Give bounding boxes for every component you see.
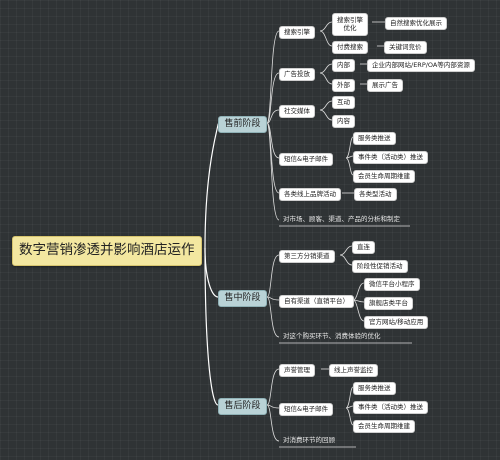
node-ads-external-detail[interactable]: 展示广告 xyxy=(367,79,403,92)
node-activity-types[interactable]: 各类型活动 xyxy=(354,188,397,201)
node-paid-search[interactable]: 付费搜索 xyxy=(332,41,368,54)
node-social-media[interactable]: 社交媒体 xyxy=(279,105,315,118)
node-ads[interactable]: 广告投放 xyxy=(279,68,315,81)
node-own-channel[interactable]: 自有渠道（直销平台） xyxy=(279,295,354,308)
stage-in-sale[interactable]: 售中阶段 xyxy=(218,290,267,307)
stage-pre-sale[interactable]: 售前阶段 xyxy=(218,116,267,133)
stage-post-sale[interactable]: 售后阶段 xyxy=(218,398,267,415)
branch-root-post xyxy=(204,247,219,406)
branch-root-mid xyxy=(204,247,219,298)
node-reputation-monitor[interactable]: 线上声誉监控 xyxy=(329,364,378,377)
node-flagship-store[interactable]: 旗舰店类平台 xyxy=(364,297,413,310)
node-pre-event-push[interactable]: 事件类（活动类）推送 xyxy=(353,151,428,164)
node-post-sms-email[interactable]: 短信&电子邮件 xyxy=(279,403,334,416)
node-reputation[interactable]: 声誉管理 xyxy=(279,364,315,377)
node-third-party-channel[interactable]: 第三方分销渠道 xyxy=(279,250,335,263)
node-social-content[interactable]: 内容 xyxy=(332,115,355,128)
node-ads-internal-detail[interactable]: 企业内部网站/ERP/OA等内部资源 xyxy=(367,59,475,72)
node-official-site[interactable]: 官方网站/移动应用 xyxy=(364,316,429,329)
node-consumption-review[interactable]: 对消费环节的回顾 xyxy=(283,436,335,444)
node-post-service-push[interactable]: 服务类推送 xyxy=(353,382,396,395)
node-direct-connect[interactable]: 直连 xyxy=(352,241,375,254)
node-pre-service-push[interactable]: 服务类推送 xyxy=(353,132,396,145)
node-pre-sms-email[interactable]: 短信&电子邮件 xyxy=(279,153,334,166)
node-seo-detail[interactable]: 自然搜索优化展示 xyxy=(385,17,447,30)
node-ads-internal[interactable]: 内部 xyxy=(332,59,355,72)
node-search-engine[interactable]: 搜索引擎 xyxy=(279,26,315,39)
node-wechat-mini[interactable]: 微信平台小程序 xyxy=(364,278,420,291)
node-post-lifecycle[interactable]: 会员生命周期维建 xyxy=(353,420,415,433)
node-ads-external[interactable]: 外部 xyxy=(332,79,355,92)
branch-root-pre xyxy=(204,122,219,249)
node-paid-detail[interactable]: 关键词竞价 xyxy=(384,41,427,54)
node-post-event-push[interactable]: 事件类（活动类）推送 xyxy=(353,401,428,414)
node-stage-promo[interactable]: 阶段性促销活动 xyxy=(352,260,408,273)
root-topic[interactable]: 数字营销渗透并影响酒店运作 xyxy=(12,236,202,266)
node-seo[interactable]: 搜索引擎 优化 xyxy=(332,13,368,36)
node-market-analysis[interactable]: 对市场、顾客、渠道、产品的分析和制定 xyxy=(283,215,400,223)
node-purchase-optimize[interactable]: 对这个购买环节、消费体验的优化 xyxy=(283,332,381,340)
node-social-interact[interactable]: 互动 xyxy=(332,96,355,109)
node-brand-activities[interactable]: 各类线上品牌活动 xyxy=(279,188,341,201)
node-pre-lifecycle[interactable]: 会员生命周期维建 xyxy=(353,170,415,183)
